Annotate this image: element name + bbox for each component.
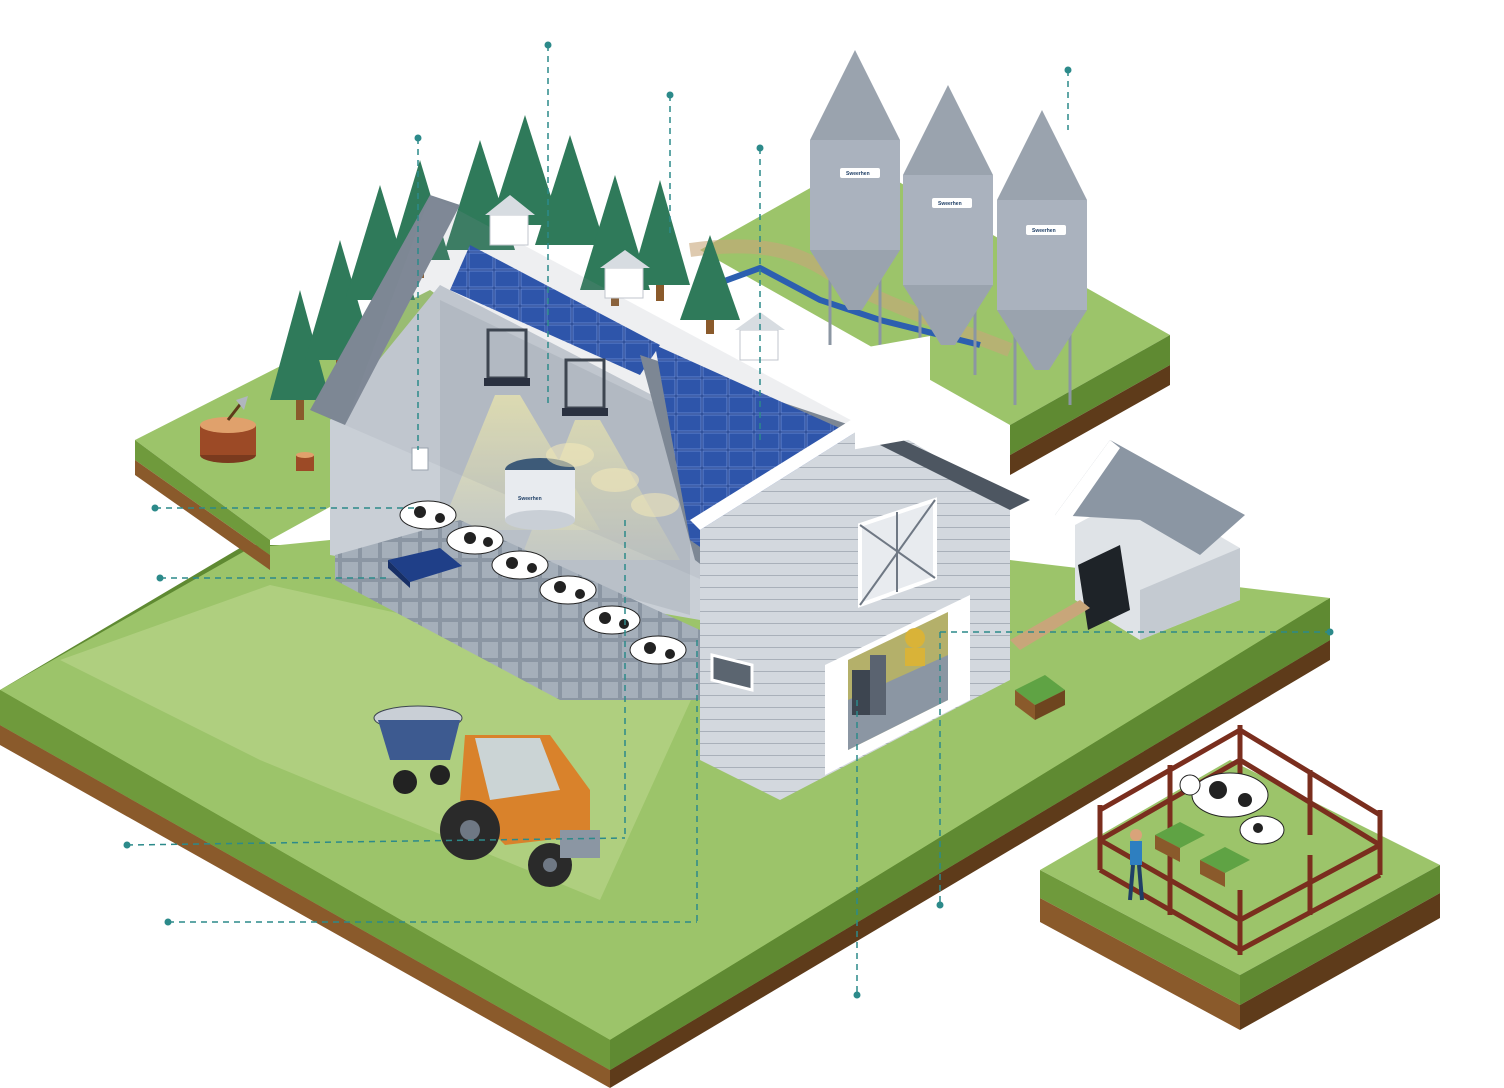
silo-group: Sweerhen Sweerhen Sweerhen — [810, 50, 1087, 405]
hotspot-dot-icon[interactable] — [414, 134, 422, 142]
tree — [630, 180, 690, 301]
cow — [546, 443, 594, 467]
cow-herd — [399, 443, 687, 665]
hotspot-dot-icon[interactable] — [1064, 66, 1072, 74]
ground-platform-pen — [1040, 760, 1440, 1030]
tree — [535, 135, 605, 245]
cow — [631, 493, 679, 517]
cow — [1179, 772, 1269, 818]
cow-pen — [1097, 725, 1383, 955]
tractor-grille — [560, 830, 600, 858]
control-box — [411, 447, 429, 471]
roof-vent — [485, 195, 535, 246]
cow — [491, 550, 549, 580]
cow — [629, 635, 687, 665]
hotspot-dot-icon[interactable] — [156, 574, 164, 582]
hotspot-dot-icon[interactable] — [123, 841, 131, 849]
feed-tank: Sweerhen — [505, 458, 575, 530]
roof-vent — [600, 250, 650, 299]
calf — [1239, 815, 1285, 845]
cow — [399, 500, 457, 530]
robot-brand-label: Sweerhen — [518, 496, 542, 502]
hotspot-dot-icon[interactable] — [853, 991, 861, 999]
hotspot-dot-icon[interactable] — [544, 41, 552, 49]
farmer — [1128, 829, 1144, 901]
cow — [539, 575, 597, 605]
cow — [446, 525, 504, 555]
silo-brand-label: Sweerhen — [846, 171, 870, 177]
feed-conveyor — [1010, 600, 1090, 650]
loft-window — [858, 497, 937, 608]
ceiling-fan — [484, 328, 530, 386]
shed — [1055, 440, 1245, 640]
hotspot-dot-icon[interactable] — [666, 91, 674, 99]
milking-robot — [852, 628, 925, 715]
silo: Sweerhen — [810, 50, 900, 345]
callout-lines — [126, 45, 1330, 995]
barn: Sweerhen — [310, 195, 1030, 800]
cow — [591, 468, 639, 492]
silo: Sweerhen — [903, 85, 993, 375]
feed-box — [1155, 822, 1250, 887]
tractor — [373, 705, 600, 887]
ceiling-fan — [562, 358, 608, 416]
hotspot-dot-icon[interactable] — [936, 901, 944, 909]
small-stump — [296, 452, 314, 471]
cow — [583, 605, 641, 635]
hotspot-dot-icon[interactable] — [151, 504, 159, 512]
hotspot-dot-icon[interactable] — [756, 144, 764, 152]
tree-stump — [200, 396, 256, 463]
silo: Sweerhen — [997, 110, 1087, 405]
silo-brand-label: Sweerhen — [1032, 228, 1056, 234]
tree — [270, 290, 330, 420]
hotspot-dot-icon[interactable] — [164, 918, 172, 926]
hotspots — [123, 41, 1334, 999]
manure-robot — [388, 548, 462, 588]
silo-brand-label: Sweerhen — [938, 201, 962, 207]
hotspot-dot-icon[interactable] — [1326, 628, 1334, 636]
roof-vent — [735, 312, 785, 361]
hay-crate — [1015, 675, 1065, 720]
tree — [680, 235, 740, 334]
